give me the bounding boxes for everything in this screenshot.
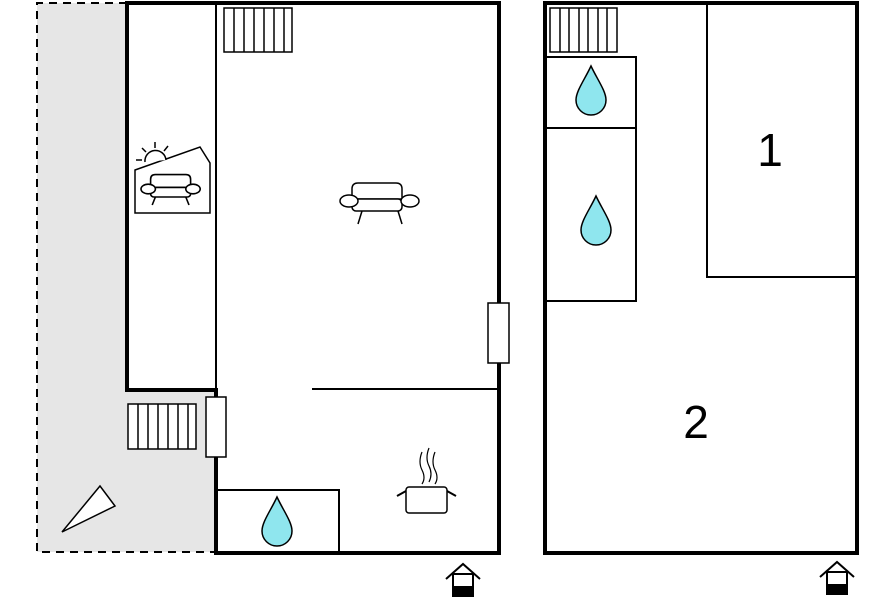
house-entrance-icon: [445, 562, 481, 597]
water-drop-icon: [575, 64, 607, 116]
bedroom-2-label: 2: [683, 396, 709, 448]
house-entrance-icon: [819, 560, 855, 595]
side-door: [487, 302, 510, 364]
upper-floor: 1 2: [543, 1, 859, 595]
stairs-icon: [127, 403, 197, 450]
stairs-icon: [223, 7, 293, 53]
sunroom-icon: [134, 142, 211, 214]
ground-floor: [36, 1, 510, 597]
terrace-door: [205, 396, 227, 458]
cooking-pot-icon: [396, 447, 457, 514]
sofa-icon: [339, 182, 420, 225]
bedroom-1-label: 1: [757, 124, 783, 176]
water-drop-icon: [580, 194, 612, 246]
water-drop-icon: [261, 495, 293, 547]
stairs-icon: [549, 7, 618, 53]
sun-icon: [136, 142, 169, 163]
bedroom-1: [706, 3, 857, 278]
compass-arrow-icon: [61, 484, 117, 533]
sofa-icon: [140, 173, 202, 206]
